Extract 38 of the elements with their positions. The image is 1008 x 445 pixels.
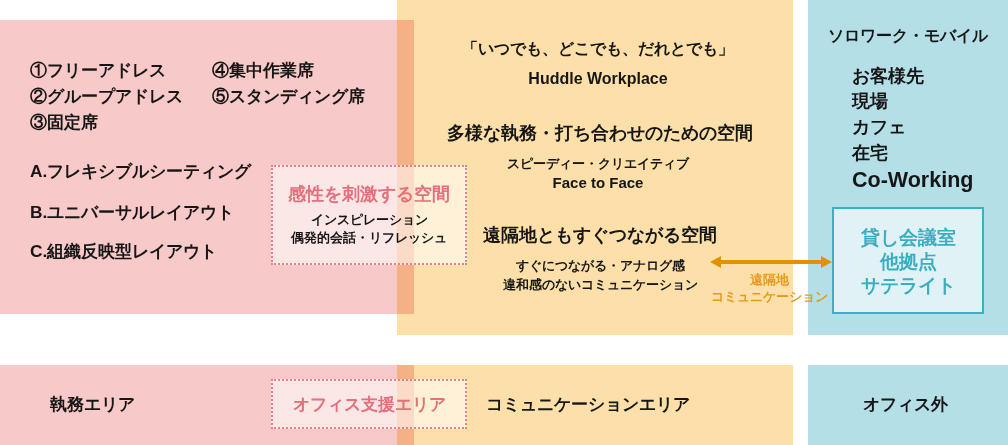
section-heading: 遠隔地ともすぐつながる空間 [483,224,717,246]
body-text: Face to Face [552,174,644,192]
band-label: コミュニケーションエリア [486,395,690,415]
area-band [808,365,1008,445]
box-text: 他拠点 [879,251,937,273]
list-item: ④集中作業席 [212,61,314,81]
panel-subheading: Huddle Workplace [528,69,668,89]
list-item: B.ユニバーサルレイアウト [30,203,235,223]
panel-heading: 「いつでも、どこでも、だれとでも」 [462,39,734,59]
box-text: サテライト [860,275,956,297]
box-heading: 感性を刺激する空間 [288,183,450,205]
list-item: ①フリーアドレス [30,61,166,81]
panel-heading: ソロワーク・モバイル [828,26,988,46]
band-label: 執務エリア [50,395,135,415]
list-item: お客様先 [852,65,924,87]
area-band [0,365,414,445]
list-item: ②グループアドレス [30,87,183,107]
dotted-box [271,379,467,429]
list-item: C.組織反映型レイアウト [30,242,218,262]
list-item: ③固定席 [30,113,98,133]
body-text: 違和感のないコミュニケーション [502,277,698,293]
box-text: 貸し会議室 [860,227,956,249]
list-item: A.フレキシブルシーティング [30,162,252,182]
list-item: 在宅 [852,142,888,164]
list-item: ⑤スタンディング席 [212,87,365,107]
section-heading: 多様な執務・打ち合わせのための空間 [447,122,753,144]
double-arrow [710,256,832,268]
list-item: 現場 [852,90,888,112]
outlined-box [832,207,984,314]
list-item: カフェ [852,116,906,138]
box-heading: オフィス支援エリア [292,394,446,414]
band-label: オフィス外 [862,395,948,415]
box-text: 偶発的会話・リフレッシュ [291,230,447,246]
box-text: インスピレーション [310,212,428,228]
edge-label: 遠隔地コミュニケーション [710,272,828,306]
list-item: Co-Working [852,167,974,193]
body-text: すぐにつながる・アナログ感 [515,258,685,274]
body-text: スピーディー・クリエイティブ [507,156,689,172]
